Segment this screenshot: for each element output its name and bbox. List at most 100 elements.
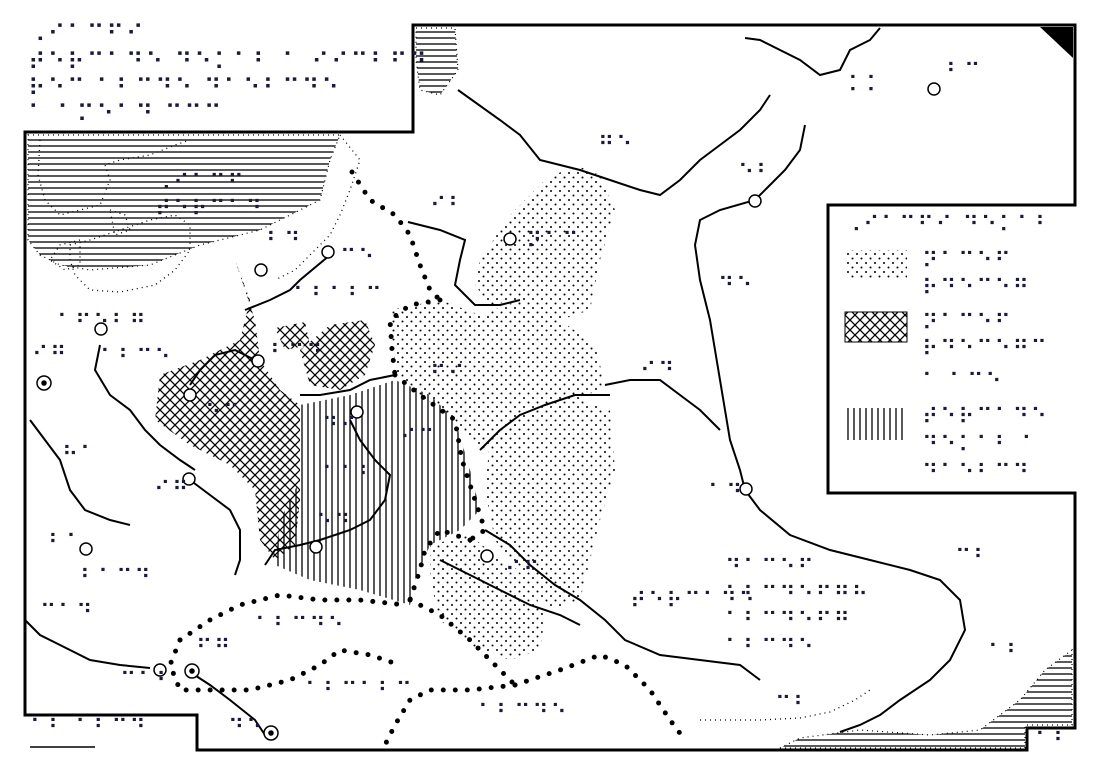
place-label: ⠛⠑ — [598, 133, 634, 158]
city-marker — [94, 322, 108, 336]
coast-dotted — [37, 134, 871, 721]
place-label: ⠃⠉ — [946, 60, 982, 85]
sea-northwest — [27, 134, 341, 271]
legend: ⠠⠊⠁⠉⠋⠊ ⠙⠑⠅⠁⠃ ⠝⠁⠉⠑⠋ ⠗⠙⠑⠉⠑⠛ ⠝⠁⠉⠑⠋ ⠗⠙⠑⠉⠑⠛⠉ … — [845, 213, 1053, 486]
place-label: ⠓⠁ — [62, 443, 98, 468]
region-cross-center — [300, 320, 375, 390]
city-marker — [182, 472, 196, 486]
cities — [79, 82, 941, 677]
place-label: ⠅⠅ — [848, 73, 884, 98]
place-label: ⠉⠑ — [340, 246, 376, 271]
place-label: ⠃⠙ — [266, 229, 302, 254]
big-region-line-4: ⠁⠃⠉⠙⠑ — [725, 636, 816, 661]
place-label: ⠁⠃ — [988, 641, 1024, 666]
place-label: ⠊⠛ — [154, 478, 190, 503]
place-label: ⠉⠁⠃ — [120, 669, 174, 694]
legend-item-4-line-1: ⠞⠑⠗⠉⠁⠙⠑ — [922, 405, 1049, 430]
place-label: ⠙⠊ — [322, 414, 358, 439]
place-label: ⠋⠛ — [196, 636, 232, 661]
place-label: ⠁⠁⠃ — [322, 463, 376, 488]
city-marker — [251, 354, 265, 368]
place-label: ⠉⠃ — [775, 693, 811, 718]
city-marker — [183, 388, 197, 402]
place-label: ⠁⠙ — [708, 481, 744, 506]
big-region-line-2: ⠁⠃⠉⠙⠑⠋⠛⠓ — [725, 583, 870, 608]
place-label: ⠊⠛ — [32, 343, 68, 368]
city-marker — [480, 549, 494, 563]
place-label: ⠉⠃ — [955, 546, 991, 571]
place-label: ⠊⠉ — [400, 426, 436, 451]
city-marker — [79, 542, 93, 556]
place-label: ⠋⠊ — [430, 362, 466, 387]
place-label: ⠙⠑ — [718, 274, 754, 299]
place-label: ⠁⠃⠁⠃⠉ — [293, 284, 384, 309]
legend-item-4-line-2: ⠙⠑⠅⠁⠃ ⠁ — [922, 433, 1040, 458]
place-label: ⠑⠙ — [316, 511, 352, 536]
legend-swatch-vertical — [847, 408, 905, 440]
place-label: ⠁⠃⠉⠑ — [100, 346, 172, 371]
legend-item-2-line-1: ⠝⠁⠉⠑⠋ — [922, 311, 1013, 336]
city-marker — [309, 540, 323, 554]
rivers — [24, 27, 967, 736]
place-label: ⠁⠃ — [1035, 729, 1071, 754]
place-label: ⠊⠋ — [505, 558, 541, 583]
place-label: ⠊⠙ — [640, 359, 676, 384]
place-label: ⠃⠉⠙ — [270, 341, 324, 366]
title-line-4: ⠁ ⠁⠍⠑⠁⠙ ⠉⠉⠉ — [28, 100, 223, 128]
big-region-line-1: ⠙⠁⠉⠑⠋ — [725, 556, 816, 581]
map-frame — [23, 23, 1077, 752]
legend-swatch-dots — [845, 250, 907, 280]
legend-heading: ⠠⠊⠁⠉⠋⠊ ⠙⠑⠅⠁⠃ — [845, 213, 1053, 238]
region-labels: ⠠⠊⠁⠉⠋ ⠞⠑⠗⠉⠁⠙ ⠙⠁⠉⠑⠋ ⠁⠃⠉⠙⠑⠋⠛⠓ ⠁⠃⠉⠙⠑⠋⠛ ⠁⠃⠉⠙… — [155, 171, 870, 661]
place-label: ⠑⠃ — [738, 161, 774, 186]
legend-swatch-cross — [844, 311, 908, 343]
place-label: ⠁⠋⠑⠃⠛ — [57, 311, 148, 336]
scale-label: ⠁⠃ ⠁⠃⠉⠙ — [30, 716, 148, 741]
title-line-3: ⠗⠑⠉ ⠁⠃⠉⠙⠑ ⠙⠁⠑⠃⠉⠙⠑ — [28, 74, 341, 102]
place-label: ⠃⠁⠉⠙ — [80, 566, 152, 591]
sea-southeast — [779, 648, 1073, 749]
region-vertical — [275, 380, 480, 605]
city-marker — [350, 405, 364, 419]
west-region-line-2: ⠞⠑⠗⠉⠁⠙ — [155, 197, 264, 222]
place-label: ⠊⠃ — [430, 194, 466, 219]
title-block: ⠠⠊⠁⠉⠋⠊ ⠞⠑⠗⠉⠁⠙⠑ ⠙⠑⠅⠁⠃ ⠁ ⠊⠊⠉⠃⠋⠙ ⠗⠑⠉ ⠁⠃⠉⠙⠑ … — [28, 20, 429, 128]
place-label: ⠑⠉ — [205, 401, 241, 426]
place-label: ⠁⠃⠉⠙⠑ — [478, 701, 569, 726]
region-cross-west — [155, 260, 300, 560]
region-dots-south — [430, 535, 545, 660]
place-label: ⠁⠃⠉⠁⠃⠉ — [305, 679, 414, 704]
legend-item-1-line-2: ⠗⠙⠑⠉⠑⠛ — [922, 276, 1031, 301]
legend-item-4-line-3: ⠙⠁⠑⠃⠉⠙ — [922, 461, 1031, 486]
title-line-1: ⠠⠊⠁⠉⠋⠊ — [28, 20, 145, 48]
region-dots-southeast — [485, 400, 615, 610]
city-marker — [503, 232, 517, 246]
city-marker — [739, 482, 753, 496]
corner-marker — [1040, 27, 1073, 58]
place-label: ⠞⠑⠗⠉⠁⠙⠑ — [630, 589, 757, 614]
sea-north — [415, 27, 459, 96]
place-label: ⠙⠑ — [228, 716, 264, 741]
place-label: ⠝⠁⠉ — [526, 229, 580, 254]
city-marker — [254, 263, 268, 277]
city-marker — [321, 245, 335, 259]
big-region-line-3: ⠁⠃⠉⠙⠑⠋⠛ — [725, 609, 852, 634]
west-region-line-1: ⠠⠊⠁⠉⠋ — [155, 171, 246, 196]
city-marker — [927, 82, 941, 96]
city-marker — [748, 194, 762, 208]
region-dots-central — [390, 300, 605, 450]
place-label: ⠁⠃⠉⠙⠑ — [255, 614, 346, 639]
borders — [167, 169, 688, 748]
region-dots-north — [475, 165, 615, 320]
city-marker — [153, 663, 167, 677]
title-line-2: ⠞⠑⠗⠉⠁⠙⠑ ⠙⠑⠅⠁⠃ ⠁ ⠊⠊⠉⠃⠋⠙ — [28, 48, 429, 76]
place-labels: ⠅⠅ ⠃⠉ ⠛⠑ ⠑⠃ ⠊⠃ ⠝⠁⠉ ⠁⠃⠁⠃⠉ ⠉⠑ ⠃⠙ ⠙⠑ ⠁⠋⠑⠃⠛ … — [30, 60, 1071, 754]
legend-item-2-line-2: ⠗⠙⠑⠉⠑⠛⠉ — [922, 337, 1049, 362]
capitals — [36, 375, 279, 741]
place-label: ⠉⠁⠙ — [40, 601, 94, 626]
place-label: ⠃⠁ — [48, 531, 84, 556]
legend-item-1-line-1: ⠝⠁⠉⠑⠋ — [922, 249, 1013, 274]
region-cross-small — [275, 322, 310, 350]
legend-item-3-line-1: ⠁ ⠁⠉⠑ — [922, 370, 1003, 395]
